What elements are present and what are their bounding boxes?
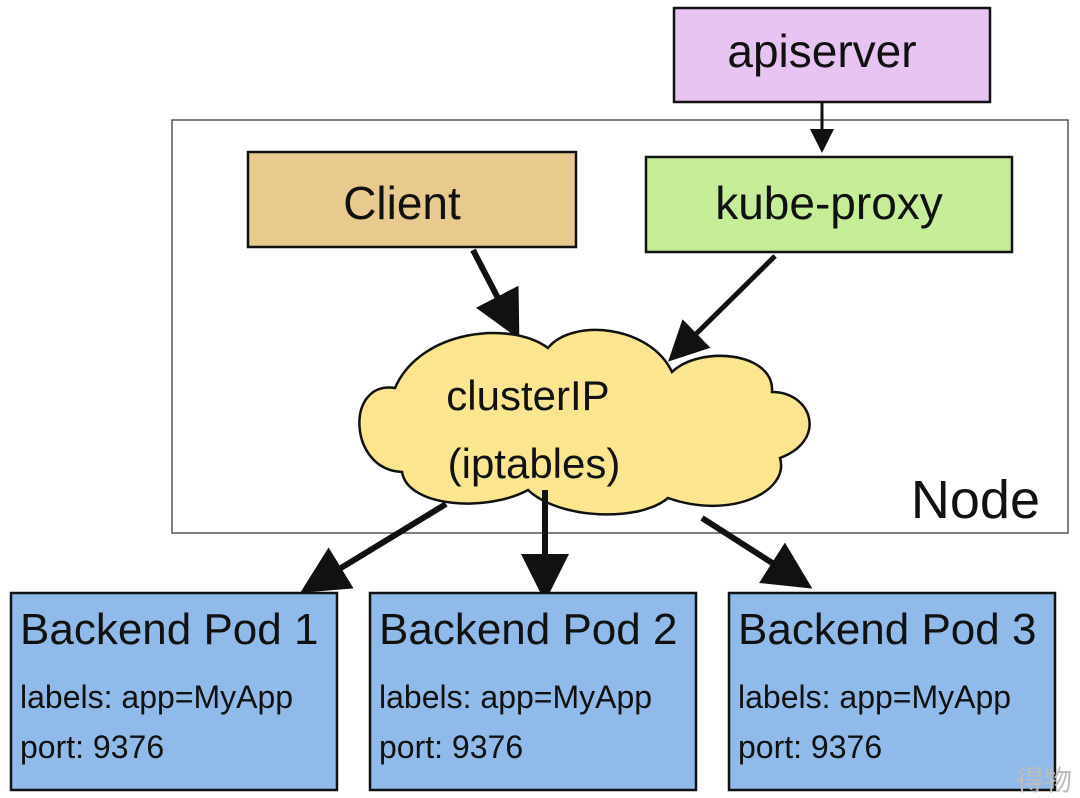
backend-pod-3: Backend Pod 3 labels: app=MyApp port: 93… — [727, 591, 1057, 792]
pod-box — [727, 591, 1057, 792]
pod-port: port: 9376 — [20, 729, 164, 765]
apiserver-label: apiserver — [727, 25, 916, 77]
clusterip-sublabel: (iptables) — [448, 440, 621, 487]
pod-title: Backend Pod 2 — [379, 605, 677, 654]
node-label: Node — [911, 470, 1040, 530]
kube-proxy-box — [644, 155, 1014, 254]
kube-proxy-label: kube-proxy — [715, 177, 943, 229]
pod-port: port: 9376 — [379, 729, 523, 765]
arrow-clusterip-to-pod-1 — [300, 501, 448, 593]
arrow-clusterip-to-pod-3 — [700, 515, 813, 589]
client-label: Client — [343, 177, 461, 229]
pod-box — [368, 591, 698, 792]
pod-title: Backend Pod 3 — [738, 605, 1036, 654]
pod-title: Backend Pod 1 — [20, 605, 318, 654]
pod-labels: labels: app=MyApp — [379, 679, 652, 715]
clusterip-cloud — [358, 328, 811, 516]
client-box — [246, 150, 578, 249]
watermark: 得物 — [1016, 764, 1072, 797]
pod-box — [9, 591, 339, 792]
arrow-kube-proxy-to-clusterip — [668, 254, 777, 362]
backend-pod-1: Backend Pod 1 labels: app=MyApp port: 93… — [9, 591, 339, 792]
arrow-client-to-clusterip — [470, 248, 520, 340]
pod-labels: labels: app=MyApp — [20, 679, 293, 715]
apiserver-box — [672, 6, 992, 104]
pod-port: port: 9376 — [738, 729, 882, 765]
clusterip-label: clusterIP — [446, 372, 609, 419]
backend-pod-2: Backend Pod 2 labels: app=MyApp port: 93… — [368, 591, 698, 792]
pod-labels: labels: app=MyApp — [738, 679, 1011, 715]
